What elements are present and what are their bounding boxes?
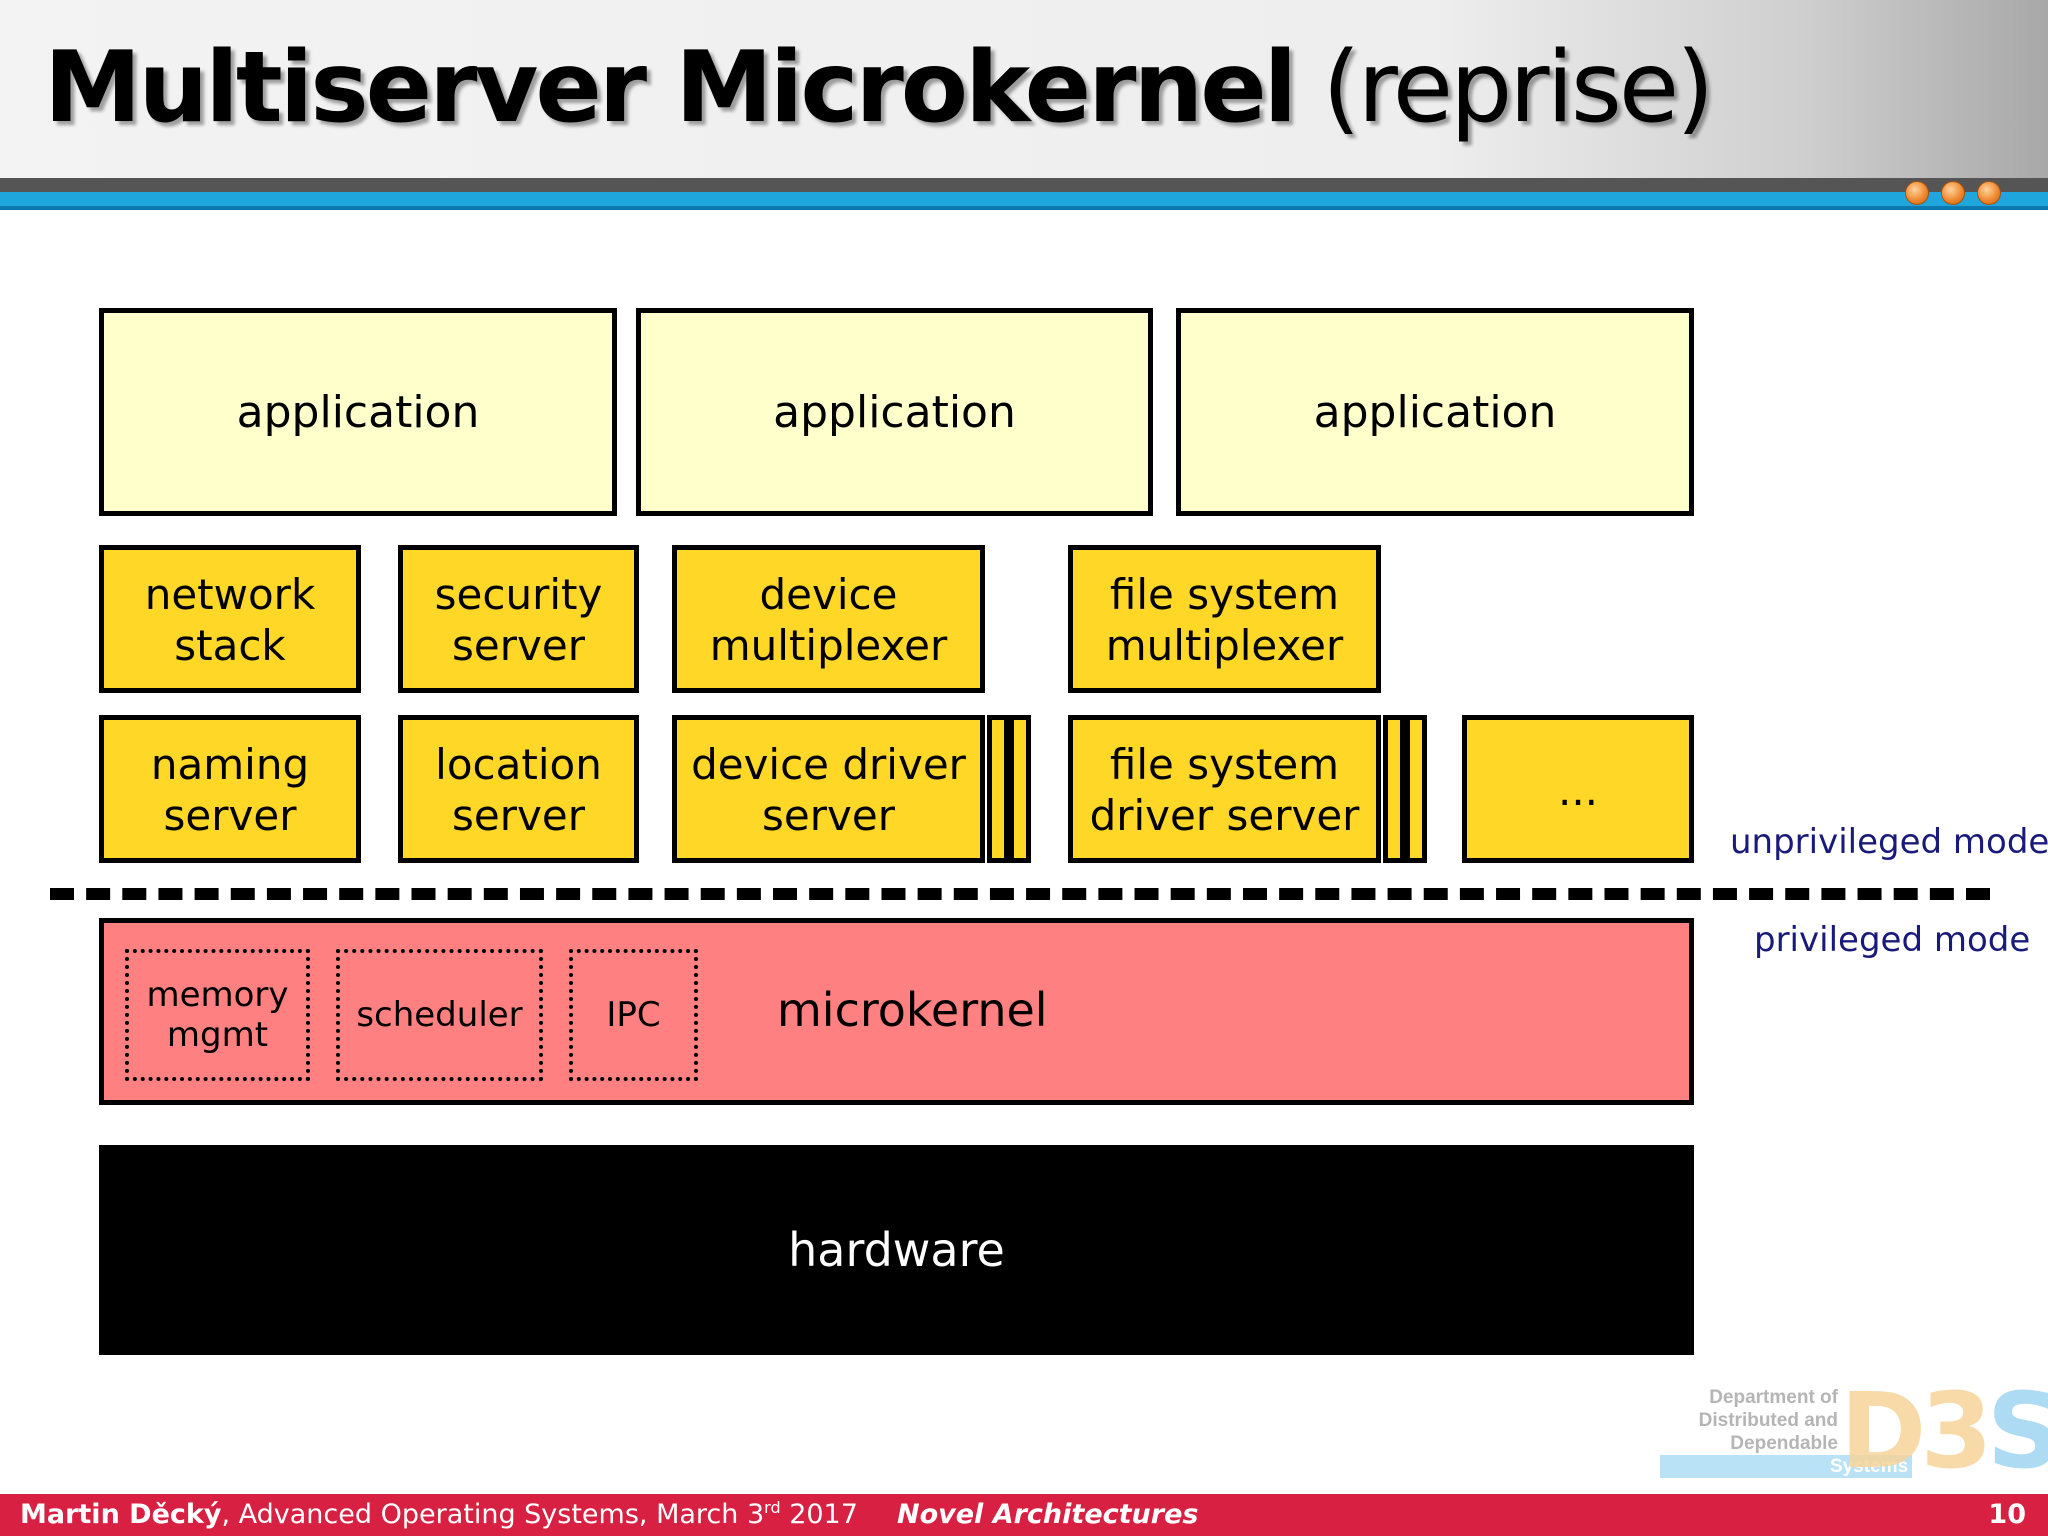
file-system-multiplexer-label: file system multiplexer <box>1105 570 1344 670</box>
footer-citation: Martin Děcký, Advanced Operating Systems… <box>20 1494 858 1536</box>
device-driver-instance-2 <box>987 715 1009 863</box>
slide-title: Multiserver Microkernel (reprise) <box>44 28 1714 148</box>
logo-mark-tail: S <box>1986 1370 2048 1492</box>
scheduler-label: scheduler <box>356 995 523 1035</box>
file-system-driver-server-box: file system driver server <box>1068 715 1381 863</box>
footer-section: Novel Architectures <box>897 1499 1199 1530</box>
fs-driver-instance-3 <box>1405 715 1427 863</box>
file-system-driver-server-label: file system driver server <box>1089 740 1360 840</box>
decor-dot-1 <box>1905 181 1929 205</box>
logo-line-1: Department of <box>1709 1387 1838 1408</box>
decor-dot-3 <box>1977 181 2001 205</box>
unprivileged-mode-label: unprivileged mode <box>1730 822 2048 862</box>
naming-server-box: naming server <box>99 715 361 863</box>
location-server-box: location server <box>398 715 639 863</box>
device-driver-server-label: device driver server <box>691 740 966 840</box>
security-server-label: security server <box>434 570 603 670</box>
device-driver-server-box: device driver server <box>672 715 985 863</box>
application-label-1: application <box>236 386 480 438</box>
application-label-2: application <box>773 386 1016 438</box>
title-rule-grey <box>0 178 2048 192</box>
footer-author: Martin Děcký <box>20 1499 222 1530</box>
file-system-multiplexer-box: file system multiplexer <box>1068 545 1381 693</box>
footer-course: , Advanced Operating Systems, March 3 <box>221 1499 765 1530</box>
d3s-logo-mark: D3S <box>1840 1378 2048 1484</box>
application-box-2: application <box>636 308 1153 516</box>
title-bar: Multiserver Microkernel (reprise) <box>0 0 2048 178</box>
title-rule-blue <box>0 192 2048 206</box>
decor-dot-2 <box>1941 181 1965 205</box>
microkernel-box: memory mgmt scheduler IPC microkernel <box>99 918 1694 1105</box>
ipc-label: IPC <box>606 995 661 1035</box>
logo-line-2: Distributed and <box>1698 1410 1838 1431</box>
more-servers-label: ... <box>1557 765 1599 815</box>
application-label-3: application <box>1313 386 1557 438</box>
page-number: 10 <box>1988 1499 2026 1530</box>
network-stack-box: network stack <box>99 545 361 693</box>
device-multiplexer-box: device multiplexer <box>672 545 985 693</box>
naming-server-label: naming server <box>150 740 310 840</box>
ipc-box: IPC <box>569 949 698 1081</box>
memory-mgmt-box: memory mgmt <box>125 949 310 1081</box>
slide-title-bold: Multiserver Microkernel <box>44 31 1297 145</box>
fs-driver-instance-2 <box>1383 715 1405 863</box>
title-rule-blue-dark <box>0 206 2048 210</box>
logo-line-4: Systems <box>1660 1455 1913 1478</box>
hardware-label: hardware <box>788 1223 1005 1277</box>
more-servers-box: ... <box>1462 715 1694 863</box>
footer-year: 2017 <box>780 1499 858 1530</box>
microkernel-label: microkernel <box>777 983 1048 1037</box>
footer-bar: Martin Děcký, Advanced Operating Systems… <box>0 1494 2048 1536</box>
security-server-box: security server <box>398 545 639 693</box>
location-server-label: location server <box>435 740 602 840</box>
device-multiplexer-label: device multiplexer <box>709 570 948 670</box>
device-driver-instance-3 <box>1009 715 1031 863</box>
logo-mark-main: D3 <box>1840 1370 1993 1492</box>
application-box-1: application <box>99 308 617 516</box>
application-box-3: application <box>1176 308 1694 516</box>
scheduler-box: scheduler <box>336 949 543 1081</box>
slide-title-rest: (reprise) <box>1294 31 1714 145</box>
d3s-logo-text: Department of Distributed and Dependable… <box>1660 1386 1913 1478</box>
footer-ordinal: rd <box>764 1498 781 1517</box>
memory-mgmt-label: memory mgmt <box>146 975 289 1055</box>
network-stack-label: network stack <box>144 570 316 670</box>
hardware-box: hardware <box>99 1145 1694 1355</box>
privileged-mode-label: privileged mode <box>1754 920 2031 960</box>
logo-line-3: Dependable <box>1730 1433 1838 1454</box>
mode-boundary-line <box>50 888 1990 900</box>
